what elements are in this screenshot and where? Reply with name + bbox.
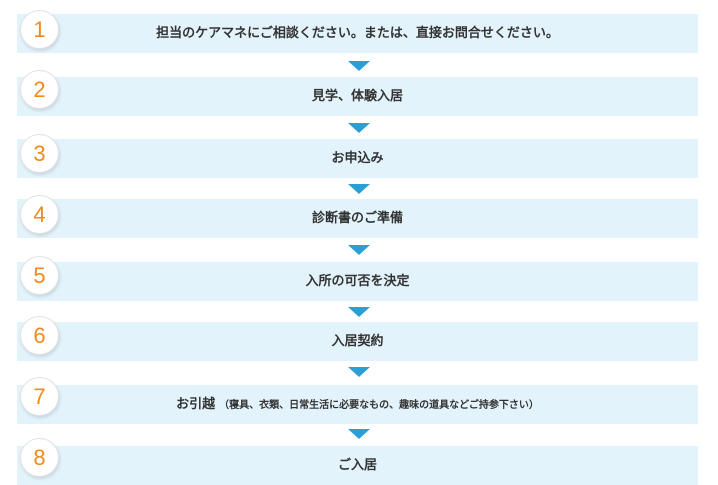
down-arrow-icon	[348, 61, 370, 71]
step-number-badge: 3	[20, 134, 59, 173]
step-7: お引越（寝具、衣類、日常生活に必要なもの、趣味の道具などご持参下さい）	[17, 385, 698, 424]
step-number-badge: 7	[20, 377, 59, 416]
step-number-badge: 4	[20, 195, 59, 234]
step-number-badge: 6	[20, 316, 59, 355]
step-5: 入所の可否を決定	[17, 262, 698, 301]
down-arrow-icon	[348, 429, 370, 439]
down-arrow-icon	[348, 184, 370, 194]
step-number-badge: 2	[20, 70, 59, 109]
step-label: 入所の可否を決定	[305, 274, 410, 289]
step-number-badge: 5	[20, 256, 59, 295]
down-arrow-icon	[348, 123, 370, 133]
step-3-row: お申込み	[17, 139, 698, 178]
step-label: ご入居	[337, 458, 377, 473]
step-6-row: 入居契約	[17, 322, 698, 361]
step-8: ご入居	[17, 446, 698, 485]
down-arrow-icon	[348, 367, 370, 377]
step-8-row: ご入居	[17, 446, 698, 485]
step-label: 入居契約	[331, 334, 384, 349]
step-2: 見学、体験入居	[17, 77, 698, 116]
step-label: お引越	[176, 397, 216, 412]
step-1-row: 担当のケアマネにご相談ください。または、直接お問合せください。	[17, 14, 698, 53]
step-7-row: お引越（寝具、衣類、日常生活に必要なもの、趣味の道具などご持参下さい）	[17, 385, 698, 424]
down-arrow-icon	[348, 307, 370, 317]
step-label: お申込み	[331, 151, 384, 166]
step-4: 診断書のご準備	[17, 199, 698, 238]
step-4-row: 診断書のご準備	[17, 199, 698, 238]
step-number-badge: 1	[20, 10, 59, 49]
step-label: 担当のケアマネにご相談ください。または、直接お問合せください。	[156, 26, 559, 41]
step-note: （寝具、衣類、日常生活に必要なもの、趣味の道具などご持参下さい）	[219, 400, 539, 411]
step-1: 担当のケアマネにご相談ください。または、直接お問合せください。	[17, 14, 698, 53]
step-5-row: 入所の可否を決定	[17, 262, 698, 301]
step-2-row: 見学、体験入居	[17, 77, 698, 116]
step-number-badge: 8	[20, 438, 59, 477]
step-6: 入居契約	[17, 322, 698, 361]
down-arrow-icon	[348, 245, 370, 255]
step-label: 診断書のご準備	[311, 211, 403, 226]
step-label: 見学、体験入居	[311, 89, 403, 104]
step-3: お申込み	[17, 139, 698, 178]
